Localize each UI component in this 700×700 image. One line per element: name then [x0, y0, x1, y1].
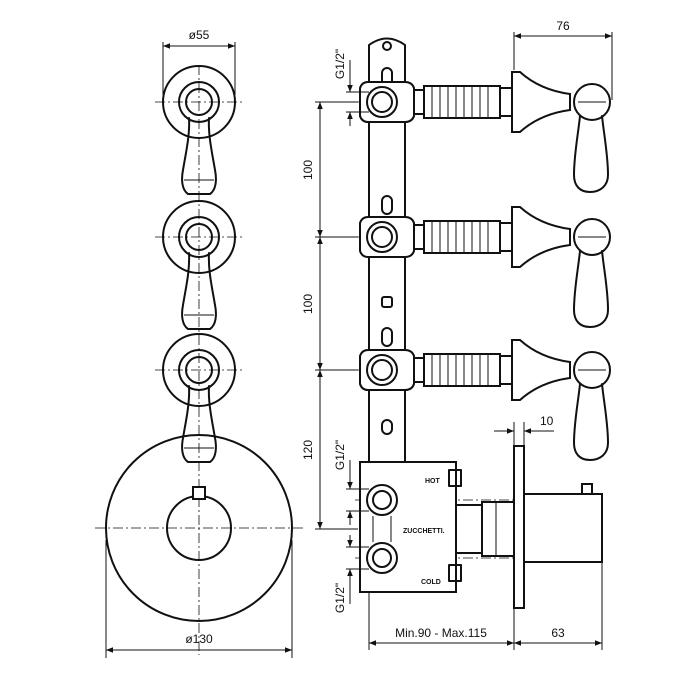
valve-rosette-middle: [155, 200, 243, 330]
valve-unit-middle: [359, 206, 611, 328]
spacing-lower-label: 120: [301, 440, 315, 460]
valve-rosette-top: [155, 65, 243, 195]
valve-unit-top: [359, 71, 611, 193]
thermostat-body: HOT ZUCCHETTI. COLD: [359, 445, 603, 609]
threaded-spindle-middle: [431, 221, 489, 253]
thread-label-bottom: G1/2": [333, 583, 347, 613]
threaded-spindle-top: [431, 86, 489, 118]
valve-rosette-bottom: [155, 333, 243, 463]
valve-unit-bottom: [359, 339, 611, 461]
front-view: ø55 ø130: [95, 28, 303, 658]
dimension-bottom-width: ø130: [105, 540, 293, 658]
port-cold-label: COLD: [421, 579, 441, 586]
wall-depth-label: Min.90 - Max.115: [395, 626, 487, 640]
thread-callout-middle: G1/2": [333, 440, 369, 525]
port-hot-label: HOT: [425, 478, 441, 485]
plate-thickness-label: 10: [540, 414, 554, 428]
knob-depth-label: 63: [551, 626, 565, 640]
threaded-spindle-bottom: [431, 354, 489, 386]
thread-label-middle: G1/2": [333, 440, 347, 470]
brand-label: ZUCCHETTI.: [403, 528, 445, 535]
thermostat-plate: [95, 434, 303, 622]
dimension-vertical-spacing: 100 100 120: [301, 101, 358, 530]
spacing-upper-label: 100: [301, 160, 315, 180]
spacing-middle-label: 100: [301, 294, 315, 314]
dimension-handle-depth: 76: [513, 19, 613, 100]
handle-depth-label: 76: [556, 19, 570, 33]
bottom-width-label: ø130: [185, 632, 213, 646]
top-width-label: ø55: [189, 28, 210, 42]
dimension-plate-thickness: 10: [494, 414, 554, 446]
thread-label-top: G1/2": [333, 49, 347, 79]
dimension-bottom-depths: Min.90 - Max.115 63: [368, 562, 603, 650]
dimension-top-width: ø55: [162, 28, 236, 95]
thread-callout-top: G1/2": [333, 49, 369, 126]
thread-callout-bottom: G1/2": [333, 535, 369, 613]
side-view: HOT ZUCCHETTI. COLD 76: [301, 19, 613, 650]
